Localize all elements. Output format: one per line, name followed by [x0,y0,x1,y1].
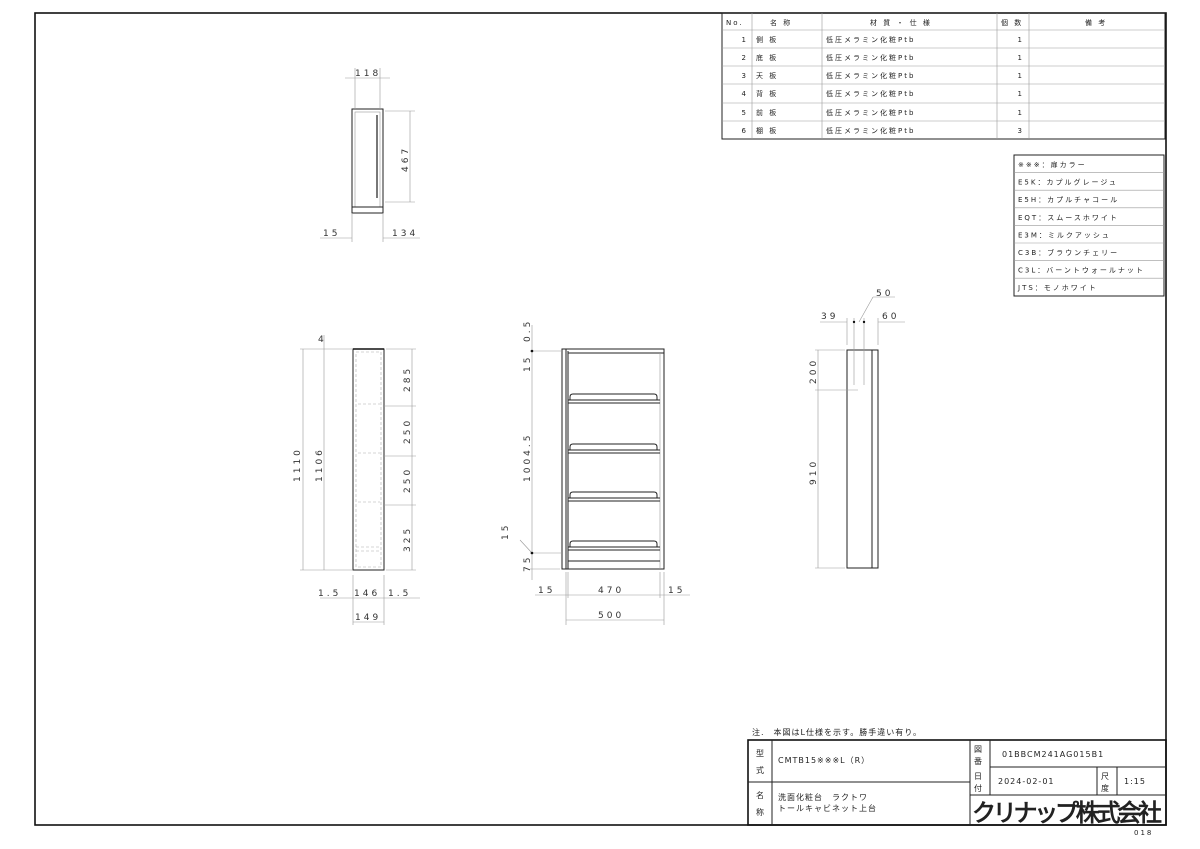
part-qty: 1 [1018,109,1024,117]
name-label-2: 称 [756,807,765,817]
dim-total-height: 1110 [293,447,303,482]
dim-front-total: 500 [598,611,624,621]
part-no: 1 [742,36,748,44]
header-note: 備 考 [1085,18,1107,27]
company-logo: クリナップ株式会社 [972,799,1162,827]
part-no: 5 [742,109,748,117]
dim-spacing-2: 250 [403,418,413,444]
part-no: 4 [742,90,748,98]
part-name: 側 板 [756,35,778,44]
dim-side-200: 200 [809,358,819,384]
header-material: 材 質 ・ 仕 様 [870,18,932,27]
part-name: 背 板 [756,89,778,98]
dim-front-75: 75 [523,555,533,572]
side-view: 39 50 60 200 910 [809,289,905,569]
drawing-scale: 1:15 [1124,777,1146,786]
dim-side-60: 60 [882,312,899,322]
part-material: 低圧メラミン化粧Ptb [826,108,915,117]
part-name: 天 板 [756,71,778,80]
part-material: 低圧メラミン化粧Ptb [826,89,915,98]
part-name: 棚 板 [756,126,778,135]
dim-top-depth: 467 [401,146,411,172]
product-name-line1: 洗面化粧台 ラクトワ [778,792,868,802]
shelf-lip [569,443,658,450]
dim-bottom-total: 149 [355,613,381,623]
dim-front-15-top: 15 [523,355,533,372]
drawing-number: 01BBCM241AG015B1 [1002,750,1104,759]
dim-side-910: 910 [809,459,819,485]
dim-front-15-bottom: 15 [501,523,511,540]
dim-spacing-4: 325 [403,526,413,552]
part-material: 低圧メラミン化粧Ptb [826,126,915,135]
side-section-view: 4 1110 1106 285 250 250 325 1.5 146 1.5 … [293,335,420,625]
dim-top-gap: 4 [318,335,327,345]
shelf-lip [569,491,658,498]
part-name: 前 板 [756,108,778,117]
dim-spacing-1: 285 [403,366,413,392]
sheet-border [34,12,1167,826]
model-number: CMTB15※※※L（R） [778,756,870,765]
scale-label-1: 尺 [1101,772,1110,781]
dim-front-bottom-middle: 470 [598,586,624,596]
title-block: 注. 本図はL仕様を示す。勝手違い有り。 型 式 CMTB15※※※L（R） 名… [747,727,1167,827]
header-no: No. [726,19,744,27]
header-name: 名 称 [770,18,792,27]
part-no: 3 [742,72,748,80]
part-qty: 1 [1018,72,1024,80]
dim-bottom-middle: 146 [354,589,380,599]
part-no: 2 [742,54,748,62]
dim-side-39: 39 [821,312,838,322]
color-code-item: ※※※：扉カラー [1018,160,1087,169]
date-label-1: 日 [974,772,983,781]
drawing-no-label-1: 図 [974,745,983,754]
model-label-2: 式 [756,765,765,775]
color-code-item: JTS：モノホワイト [1017,284,1098,292]
part-qty: 1 [1018,90,1024,98]
part-name: 底 板 [756,53,778,62]
part-qty: 1 [1018,54,1024,62]
part-qty: 3 [1018,127,1024,135]
date-label-2: 付 [974,783,983,793]
dim-top-width: 118 [355,69,381,79]
scale-label-2: 度 [1101,783,1110,793]
color-code-item: E5H：カプルチャコール [1018,196,1119,204]
color-code-item: C3L：バーントウォールナット [1018,267,1145,275]
model-label-1: 型 [756,749,765,758]
top-view: 118 467 15 134 [320,68,420,242]
color-code-item: EQT：スムースホワイト [1018,214,1119,222]
drawing-date: 2024-02-01 [998,777,1055,786]
shelf-lip [569,393,658,400]
dim-bottom-left: 1.5 [318,589,341,599]
drawing-no-label-2: 番 [974,756,983,766]
color-table: ※※※：扉カラー E5K：カプルグレージュ E5H：カプルチャコール EQT：スムース… [1013,154,1165,297]
color-code-item: C3B：ブラウンチェリー [1018,248,1119,257]
name-label-1: 名 [756,790,765,800]
dim-top-right: 134 [392,229,418,239]
dim-front-1004-5: 1004.5 [523,433,533,483]
dim-inner-height: 1106 [315,447,325,482]
color-code-item: E5K：カプルグレージュ [1018,178,1118,187]
page-number: 018 [1134,829,1153,837]
product-name-line2: トールキャビネット上台 [778,803,877,813]
dim-spacing-3: 250 [403,467,413,493]
part-material: 低圧メラミン化粧Ptb [826,35,915,44]
front-view: 0.5 15 1004.5 15 75 15 470 15 500 [501,319,690,625]
dim-top-left: 15 [323,229,340,239]
dim-front-bottom-left: 15 [538,586,555,596]
part-qty: 1 [1018,36,1024,44]
drawing-note: 注. 本図はL仕様を示す。勝手違い有り。 [752,727,922,737]
part-material: 低圧メラミン化粧Ptb [826,71,915,80]
dim-front-0-5: 0.5 [523,319,533,342]
dim-front-bottom-right: 15 [668,586,685,596]
shelf-lip [569,540,658,547]
part-no: 6 [742,127,748,135]
header-qty: 個 数 [1001,18,1023,27]
color-code-item: E3M：ミルクアッシュ [1018,231,1111,239]
dim-side-50: 50 [876,289,893,299]
part-material: 低圧メラミン化粧Ptb [826,53,915,62]
dim-bottom-right: 1.5 [388,589,411,599]
